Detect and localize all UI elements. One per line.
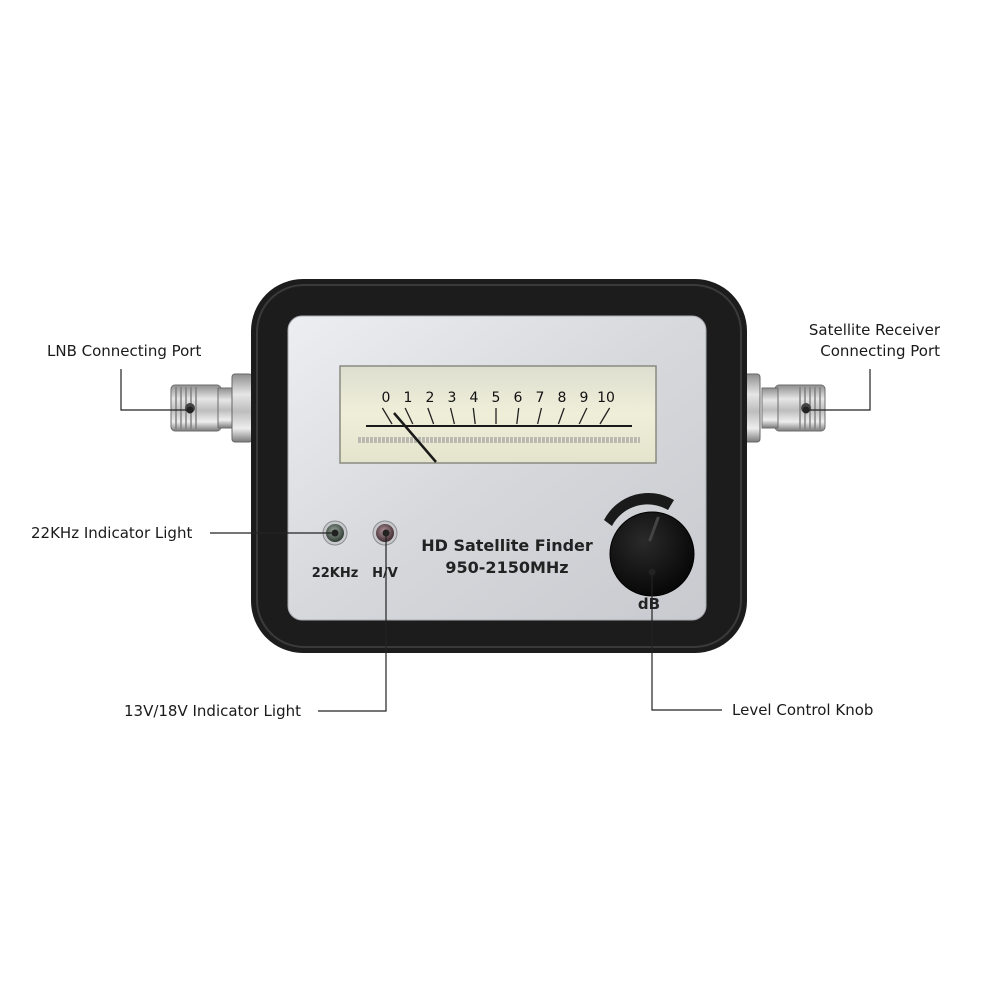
meter-scale-ticks [381, 407, 611, 425]
callout-hv-indicator: 13V/18V Indicator Light [124, 702, 301, 720]
device-frequency: 950-2150MHz [445, 558, 568, 577]
callout-receiver-port-line1: Satellite Receiver [809, 321, 941, 339]
leader-lnb-port [120, 369, 190, 411]
meter-scale-label: 9 [580, 390, 589, 406]
knob-pointer [648, 516, 660, 542]
meter-scale-tick [449, 407, 456, 425]
meter-scale-tick [472, 407, 476, 425]
meter-scale-tick [536, 407, 543, 425]
meter-scale-label: 8 [558, 390, 567, 406]
callout-lnb-port: LNB Connecting Port [47, 342, 201, 360]
meter-scale-label: 0 [382, 390, 391, 406]
callout-level-knob: Level Control Knob [732, 701, 873, 719]
receiver-connector [739, 373, 826, 443]
meter-scale-label: 7 [536, 390, 545, 406]
meter-scale-tick [427, 407, 435, 425]
meter-scale-label: 10 [597, 390, 615, 406]
meter-needle [393, 412, 437, 463]
meter-scale-label: 6 [514, 390, 523, 406]
meter-scale-tick [381, 407, 393, 425]
meter-scale-label: 4 [470, 390, 479, 406]
knob-level-arc [604, 492, 674, 526]
meter-scale-label: 3 [448, 390, 457, 406]
lnb-connector [170, 373, 253, 443]
callout-receiver-port-line2: Connecting Port [820, 342, 940, 360]
meter-scale-label: 1 [404, 390, 413, 406]
meter-scale-tick [599, 407, 611, 425]
label-db: dB [638, 595, 660, 613]
meter-scale-tick [516, 407, 520, 425]
meter-scale-tick [404, 407, 414, 425]
callout-22khz-indicator: 22KHz Indicator Light [31, 524, 192, 542]
device-title: HD Satellite Finder [421, 536, 593, 555]
meter-scale-tick [578, 407, 588, 425]
label-hv: H/V [372, 566, 398, 581]
meter-scale-tick [557, 407, 565, 425]
meter-scale-label: 5 [492, 390, 501, 406]
leader-dots [186, 406, 810, 576]
meter-scale-label: 2 [426, 390, 435, 406]
leader-hv [318, 533, 387, 712]
label-22khz: 22KHz [312, 566, 359, 581]
leader-receiver-port [806, 369, 871, 411]
leader-level-knob [651, 572, 722, 711]
